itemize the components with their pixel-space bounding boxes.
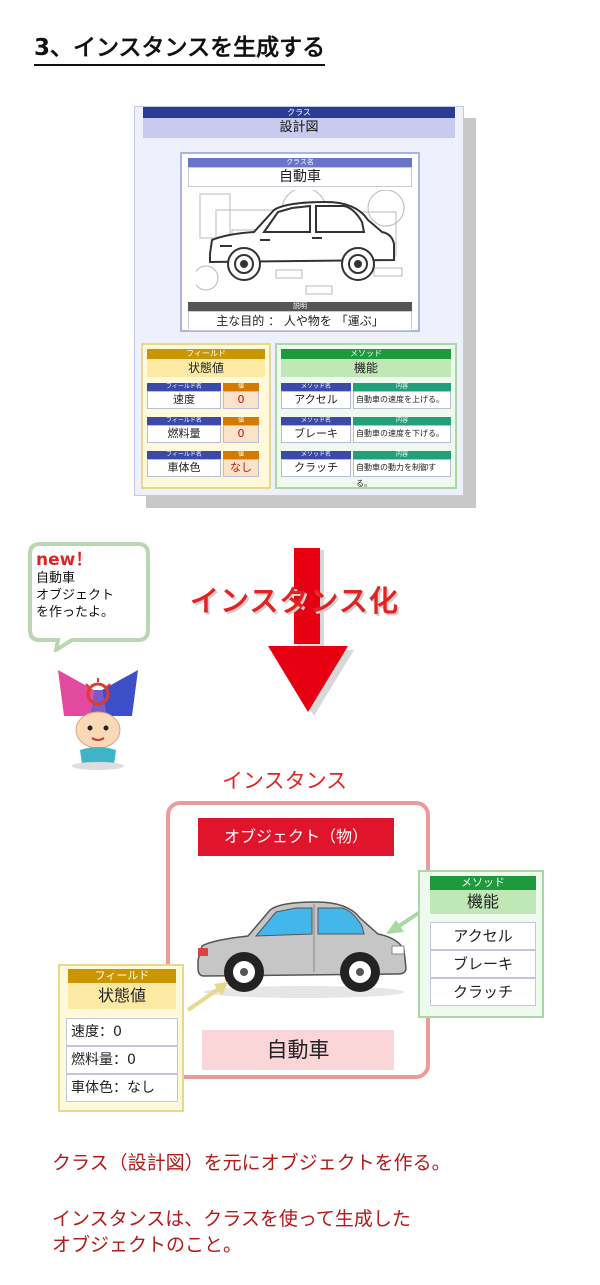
method-name-label: メソッド名 [281, 383, 351, 391]
instance-method-item: アクセル [430, 922, 536, 950]
method-name-label: メソッド名 [281, 417, 351, 425]
down-arrow-icon [268, 548, 354, 716]
mascot-character [58, 670, 138, 770]
class-field-section: フィールド 状態値 フィールド名 値 速度 0 フィールド名 値 燃料量 0 フ… [141, 343, 271, 489]
field-value: 0 [223, 425, 259, 443]
speech-bubble-text: new！ 自動車 オブジェクト を作ったよ。 [36, 550, 146, 621]
field-section-header: フィールド [147, 349, 265, 359]
object-label: オブジェクト（物） [198, 818, 394, 856]
footer-line: インスタンスは、クラスを使って生成した [52, 1208, 411, 1230]
instance-title: インスタンス [222, 769, 348, 793]
instance-field-header: フィールド [68, 969, 176, 983]
method-name-label: メソッド名 [281, 451, 351, 459]
field-section-subheader: 状態値 [147, 359, 265, 377]
class-header: クラス [143, 107, 455, 118]
field-name-label: フィールド名 [147, 451, 221, 459]
field-value: なし [223, 459, 259, 477]
instance-method-item: クラッチ [430, 978, 536, 1006]
instantiation-label: インスタンス化 [190, 584, 399, 618]
bubble-line: を作ったよ。 [36, 605, 115, 620]
field-name-value: 速度 [147, 391, 221, 409]
instance-field-item: 燃料量：0 [66, 1046, 178, 1074]
method-name: アクセル [281, 391, 351, 409]
field-value: 0 [223, 391, 259, 409]
class-subheader: 設計図 [143, 118, 455, 138]
instance-field-panel: フィールド 状態値 速度：0 燃料量：0 車体色：なし [58, 964, 184, 1112]
method-section-header: メソッド [281, 349, 451, 359]
method-content: 自動車の速度を下げる。 [353, 425, 451, 443]
method-name: クラッチ [281, 459, 351, 477]
footer-line: オブジェクトのこと。 [52, 1234, 243, 1256]
instance-field-item: 車体色：なし [66, 1074, 178, 1102]
instance-field-item: 速度：0 [66, 1018, 178, 1046]
instance-method-panel: メソッド 機能 アクセル ブレーキ クラッチ [418, 870, 544, 1018]
class-name-value: 自動車 [188, 167, 412, 187]
pointer-arrows [186, 905, 428, 1012]
instance-method-item: ブレーキ [430, 950, 536, 978]
field-name-label: フィールド名 [147, 383, 221, 391]
description-header: 説明 [188, 302, 412, 311]
field-value-label: 値 [223, 417, 259, 425]
method-content-label: 内容 [353, 417, 451, 425]
bubble-new-label: new！ [36, 550, 93, 570]
method-content: 自動車の動力を制御する。 [353, 459, 451, 488]
section-heading: 3、インスタンスを生成する [34, 28, 326, 66]
class-name-header: クラス名 [188, 158, 412, 167]
footer-line: クラス（設計図）を元にオブジェクトを作る。 [52, 1152, 451, 1174]
instance-field-subheader: 状態値 [68, 983, 176, 1009]
bubble-line: 自動車 [36, 571, 76, 586]
field-name-label: フィールド名 [147, 417, 221, 425]
field-name-value: 車体色 [147, 459, 221, 477]
method-content-label: 内容 [353, 383, 451, 391]
instance-car-name: 自動車 [202, 1030, 394, 1070]
instance-method-subheader: 機能 [430, 890, 536, 914]
method-content: 自動車の速度を上げる。 [353, 391, 451, 409]
car-blueprint-illustration [196, 190, 405, 295]
method-content-label: 内容 [353, 451, 451, 459]
class-name-box: クラス名 自動車 [180, 152, 420, 332]
class-method-section: メソッド 機能 メソッド名 内容 アクセル 自動車の速度を上げる。 メソッド名 … [275, 343, 457, 489]
description-value: 主な目的 ： 人や物を 「運ぶ」 [188, 311, 412, 331]
car-illustration [197, 901, 407, 998]
field-name-value: 燃料量 [147, 425, 221, 443]
field-value-label: 値 [223, 451, 259, 459]
method-name: ブレーキ [281, 425, 351, 443]
class-card: クラス 設計図 クラス名 自動車 [134, 106, 464, 496]
method-section-subheader: 機能 [281, 359, 451, 377]
speech-bubble [28, 542, 150, 652]
field-value-label: 値 [223, 383, 259, 391]
bubble-line: オブジェクト [36, 588, 115, 603]
instance-method-header: メソッド [430, 876, 536, 890]
